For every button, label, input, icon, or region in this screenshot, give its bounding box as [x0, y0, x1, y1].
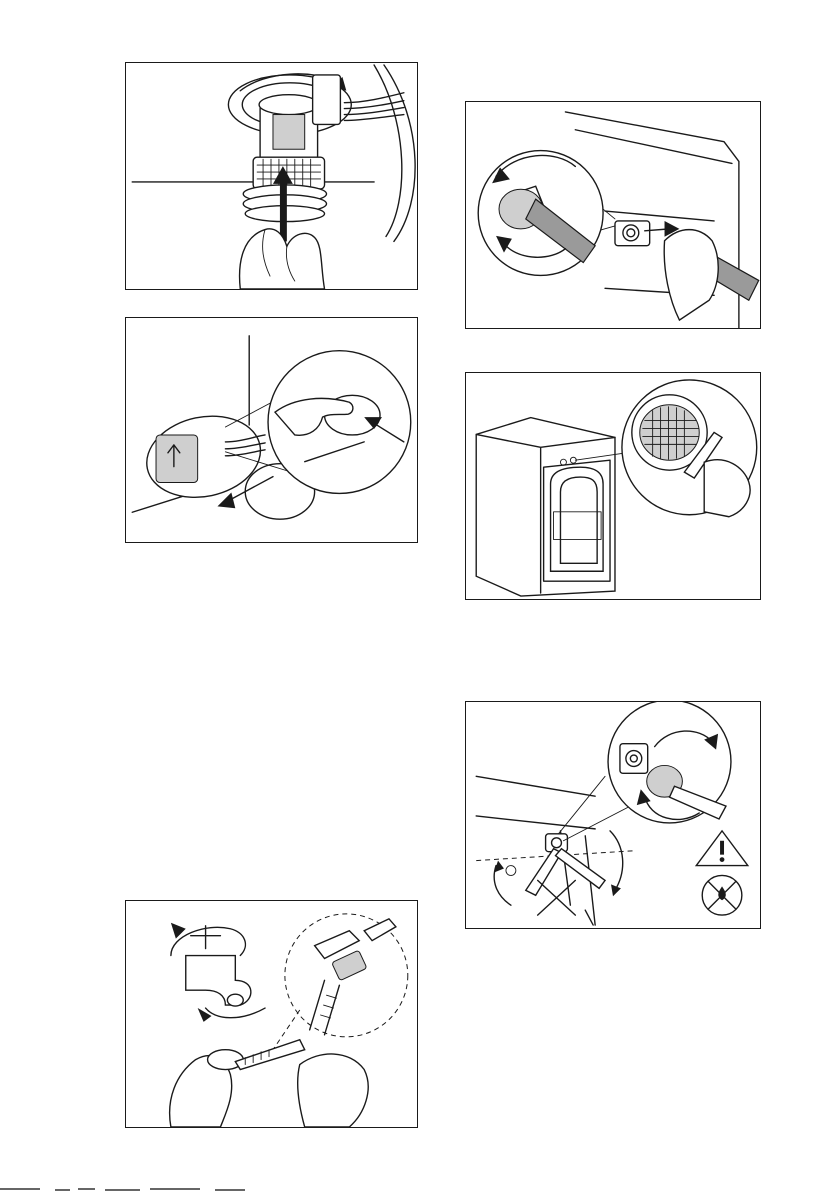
- tap-hose-filter-cleaning-illustration: [126, 901, 417, 1127]
- figure-tap-hose-filter-cleaning: [125, 900, 418, 1128]
- valve-filter-brush-illustration: [466, 373, 760, 599]
- inlet-hose-unscrew-illustration: [466, 102, 760, 328]
- figure-filter-removal: [125, 62, 418, 290]
- hose-angle-refit-illustration: [466, 702, 760, 928]
- figure-hose-angle-refit: [465, 701, 761, 929]
- filter-removal-illustration: [126, 63, 417, 289]
- figure-filter-cover-press: [125, 317, 418, 543]
- page-edge-line: [0, 1186, 840, 1192]
- figure-valve-filter-brush: [465, 372, 761, 600]
- figure-inlet-hose-unscrew: [465, 101, 761, 329]
- no-water-icon: [702, 875, 742, 915]
- warning-triangle-icon: [696, 831, 748, 866]
- filter-cover-press-illustration: [126, 318, 417, 542]
